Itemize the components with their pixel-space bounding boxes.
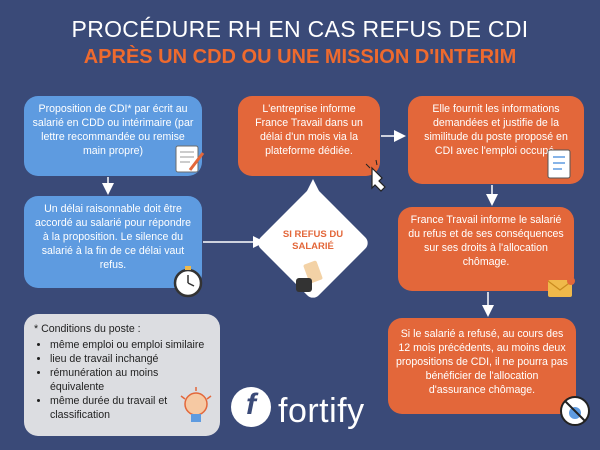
box-consequence-chomage: Si le salarié a refusé, au cours des 12 …	[388, 318, 576, 414]
lightbulb-icon	[180, 387, 212, 422]
conditions-box: * Conditions du poste : même emploi ou e…	[24, 314, 220, 436]
brand-name: fortify	[278, 392, 365, 430]
clock-icon	[173, 266, 203, 298]
condition-item: même emploi ou emploi similaire	[50, 338, 210, 352]
conditions-list: même emploi ou emploi similaire lieu de …	[34, 338, 210, 422]
checklist-clipboard-icon	[547, 149, 571, 179]
envelope-notification-icon	[547, 277, 575, 297]
condition-item: lieu de travail inchangé	[50, 352, 210, 366]
logo-letter: f	[246, 388, 256, 421]
fortify-logo-icon: f	[231, 387, 271, 427]
hand-holding-card-icon	[296, 260, 323, 292]
page-subtitle: APRÈS UN CDD OU UNE MISSION D'INTERIM	[83, 46, 517, 68]
pointer-hand-icon	[365, 159, 386, 192]
decision-label-line2: SALARIÉ	[292, 241, 334, 252]
conditions-title: * Conditions du poste :	[34, 323, 141, 335]
box-proposition-cdi: Proposition de CDI* par écrit au salarié…	[24, 96, 202, 176]
box-france-travail-informe: France Travail informe le salarié du ref…	[398, 207, 574, 291]
document-pen-icon	[175, 145, 205, 173]
box-fournit-informations: Elle fournit les informations demandées …	[408, 96, 584, 184]
page-title: PROCÉDURE RH EN CAS REFUS DE CDI	[71, 16, 529, 42]
decision-label: SI REFUS DU SALARIÉ	[268, 229, 358, 253]
condition-item: même durée du travail et classification	[50, 394, 210, 422]
no-money-icon	[560, 396, 590, 426]
condition-item: rémunération au moins équivalente	[50, 366, 210, 394]
decision-label-line1: SI REFUS DU	[282, 229, 344, 240]
box-delai-raisonnable: Un délai raisonnable doit être accordé a…	[24, 196, 202, 288]
box-informe-france-travail: L'entreprise informe France Travail dans…	[238, 96, 380, 176]
